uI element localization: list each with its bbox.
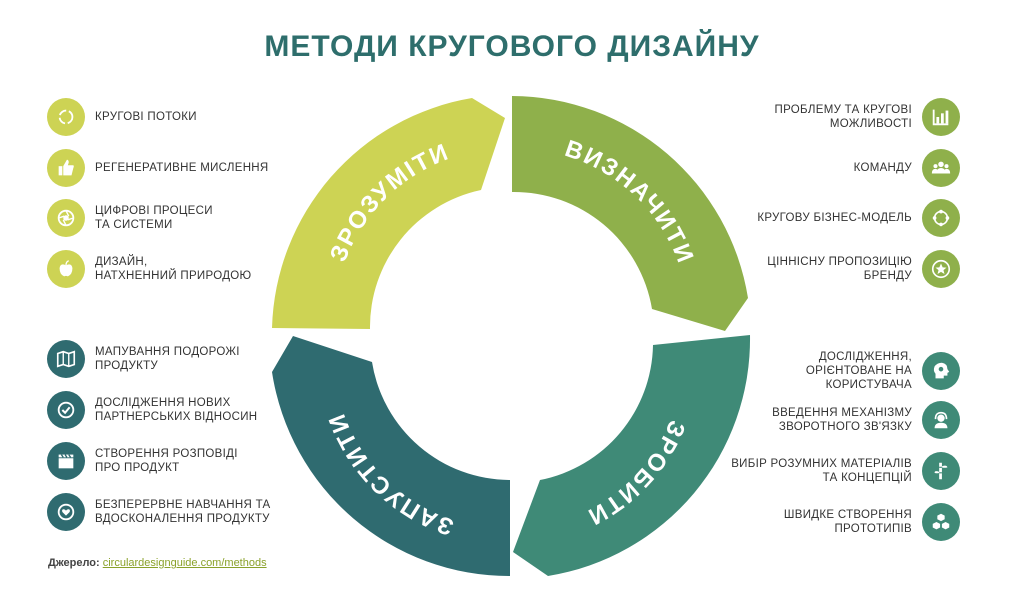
list-item-feedback-loop: ВВЕДЕННЯ МЕХАНІЗМУ ЗВОРОТНОГО ЗВ'ЯЗКУ <box>772 401 960 439</box>
list-item-label: ПРОБЛЕМУ ТА КРУГОВІ МОЖЛИВОСТІ <box>774 104 912 130</box>
head-icon <box>922 352 960 390</box>
list-item-label: РЕГЕНЕРАТИВНЕ МИСЛЕННЯ <box>95 162 269 174</box>
list-item-digital-processes: ЦИФРОВІ ПРОЦЕСИ ТА СИСТЕМИ <box>47 199 213 237</box>
heart-icon <box>47 493 85 531</box>
list-item-brand-value: ЦІННІСНУ ПРОПОЗИЦІЮ БРЕНДУ <box>767 250 960 288</box>
list-item-circular-flows: КРУГОВІ ПОТОКИ <box>47 98 197 136</box>
list-item-user-research: ДОСЛІДЖЕННЯ, ОРІЄНТОВАНЕ НА КОРИСТУВАЧА <box>806 350 960 392</box>
segment-understand <box>272 98 505 329</box>
cubes-icon <box>922 503 960 541</box>
list-item-label: ДОСЛІДЖЕННЯ, ОРІЄНТОВАНЕ НА КОРИСТУВАЧА <box>805 351 912 391</box>
apple-icon <box>47 250 85 288</box>
list-item-label: ВВЕДЕННЯ МЕХАНІЗМУ ЗВОРОТНОГО ЗВ'ЯЗКУ <box>772 407 912 433</box>
segment-define <box>512 96 748 331</box>
list-item-new-partnerships: ДОСЛІДЖЕННЯ НОВИХ ПАРТНЕРСЬКИХ ВІДНОСИН <box>47 391 257 429</box>
source-note: Джерело: circulardesignguide.com/methods <box>48 557 267 569</box>
thumbs-up-icon <box>47 149 85 187</box>
list-item-label: ШВИДКЕ СТВОРЕННЯ ПРОТОТИПІВ <box>783 509 912 535</box>
check-icon <box>47 391 85 429</box>
bar-chart-icon <box>922 98 960 136</box>
headset-icon <box>922 401 960 439</box>
list-item-label: КРУГОВУ БІЗНЕС-МОДЕЛЬ <box>757 212 912 224</box>
bamboo-icon <box>922 452 960 490</box>
segment-make <box>513 335 751 576</box>
clapperboard-icon <box>47 442 85 480</box>
list-item-label: МАПУВАННЯ ПОДОРОЖІ ПРОДУКТУ <box>95 346 240 372</box>
cycle-icon <box>47 98 85 136</box>
list-item-team: КОМАНДУ <box>854 149 960 187</box>
team-icon <box>922 149 960 187</box>
list-item-problem-opportunities: ПРОБЛЕМУ ТА КРУГОВІ МОЖЛИВОСТІ <box>774 98 960 136</box>
page-title: МЕТОДИ КРУГОВОГО ДИЗАЙНУ <box>264 30 760 63</box>
list-item-label: ДОСЛІДЖЕННЯ НОВИХ ПАРТНЕРСЬКИХ ВІДНОСИН <box>95 397 258 423</box>
list-item-label: ВИБІР РОЗУМНИХ МАТЕРІАЛІВ ТА КОНЦЕПЦІЙ <box>731 458 912 484</box>
list-item-label: КРУГОВІ ПОТОКИ <box>95 111 197 123</box>
source-prefix: Джерело: <box>48 557 100 569</box>
star-icon <box>922 250 960 288</box>
list-item-label: ЦИФРОВІ ПРОЦЕСИ ТА СИСТЕМИ <box>95 205 213 231</box>
segment-launch <box>272 336 510 577</box>
cycle-dots-icon <box>922 199 960 237</box>
list-item-label: СТВОРЕННЯ РОЗПОВІДІ ПРО ПРОДУКТ <box>95 448 238 474</box>
list-item-label: ДИЗАЙН, НАТХНЕННИЙ ПРИРОДОЮ <box>95 256 252 282</box>
list-item-continuous-learning: БЕЗПЕРЕРВНЕ НАВЧАННЯ ТА ВДОСКОНАЛЕННЯ ПР… <box>47 493 271 531</box>
list-item-journey-mapping: МАПУВАННЯ ПОДОРОЖІ ПРОДУКТУ <box>47 340 240 378</box>
list-item-label: ЦІННІСНУ ПРОПОЗИЦІЮ БРЕНДУ <box>767 256 912 282</box>
list-item-business-model: КРУГОВУ БІЗНЕС-МОДЕЛЬ <box>757 199 960 237</box>
list-item-smart-materials: ВИБІР РОЗУМНИХ МАТЕРІАЛІВ ТА КОНЦЕПЦІЙ <box>731 452 960 490</box>
list-item-label: КОМАНДУ <box>853 162 912 174</box>
list-item-nature-inspired: ДИЗАЙН, НАТХНЕННИЙ ПРИРОДОЮ <box>47 250 251 288</box>
list-item-regenerative-thinking: РЕГЕНЕРАТИВНЕ МИСЛЕННЯ <box>47 149 269 187</box>
map-icon <box>47 340 85 378</box>
source-link[interactable]: circulardesignguide.com/methods <box>102 557 267 569</box>
list-item-product-story: СТВОРЕННЯ РОЗПОВІДІ ПРО ПРОДУКТ <box>47 442 238 480</box>
list-item-rapid-prototyping: ШВИДКЕ СТВОРЕННЯ ПРОТОТИПІВ <box>784 503 960 541</box>
aperture-icon <box>47 199 85 237</box>
list-item-label: БЕЗПЕРЕРВНЕ НАВЧАННЯ ТА ВДОСКОНАЛЕННЯ ПР… <box>95 499 271 525</box>
